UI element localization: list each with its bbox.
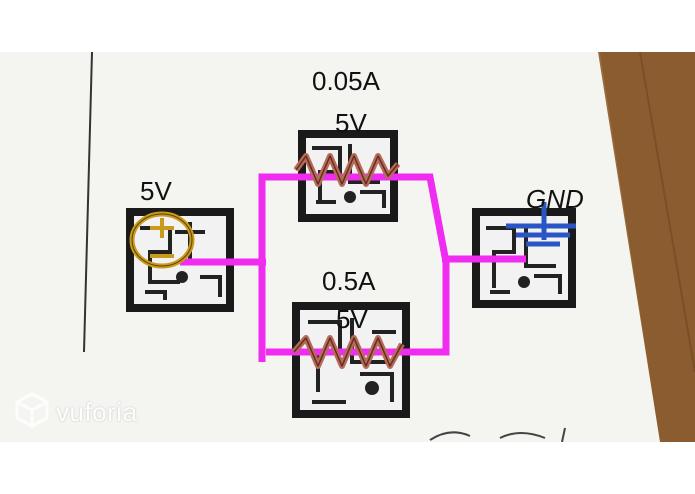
pencil-scribble <box>429 427 566 442</box>
vuforia-watermark: vuforia <box>14 392 138 433</box>
vuforia-watermark-text: vuforia <box>56 397 138 427</box>
top-current-label: 0.05A <box>312 66 380 96</box>
ar-camera-view: 5V 0.05A 5V 0.5A 5V GND <box>0 52 695 442</box>
vuforia-logo-icon <box>14 392 50 433</box>
top-voltage-label: 5V <box>335 108 367 138</box>
voltage-source-icon <box>129 211 195 269</box>
paper-sheet <box>0 52 660 442</box>
top-letterbox <box>0 0 695 52</box>
resistor-bottom-shade <box>293 337 403 367</box>
resistor-top-shade <box>295 155 399 185</box>
bottom-voltage-label: 5V <box>336 304 368 334</box>
wood-grain <box>600 52 695 442</box>
ground-label: GND <box>526 184 584 214</box>
circuit-wires <box>180 173 526 362</box>
bottom-current-label: 0.5A <box>322 266 376 296</box>
margin-line <box>83 52 93 353</box>
bottom-letterbox <box>0 442 695 494</box>
ground-icon <box>506 202 576 247</box>
source-voltage-label: 5V <box>140 176 172 206</box>
